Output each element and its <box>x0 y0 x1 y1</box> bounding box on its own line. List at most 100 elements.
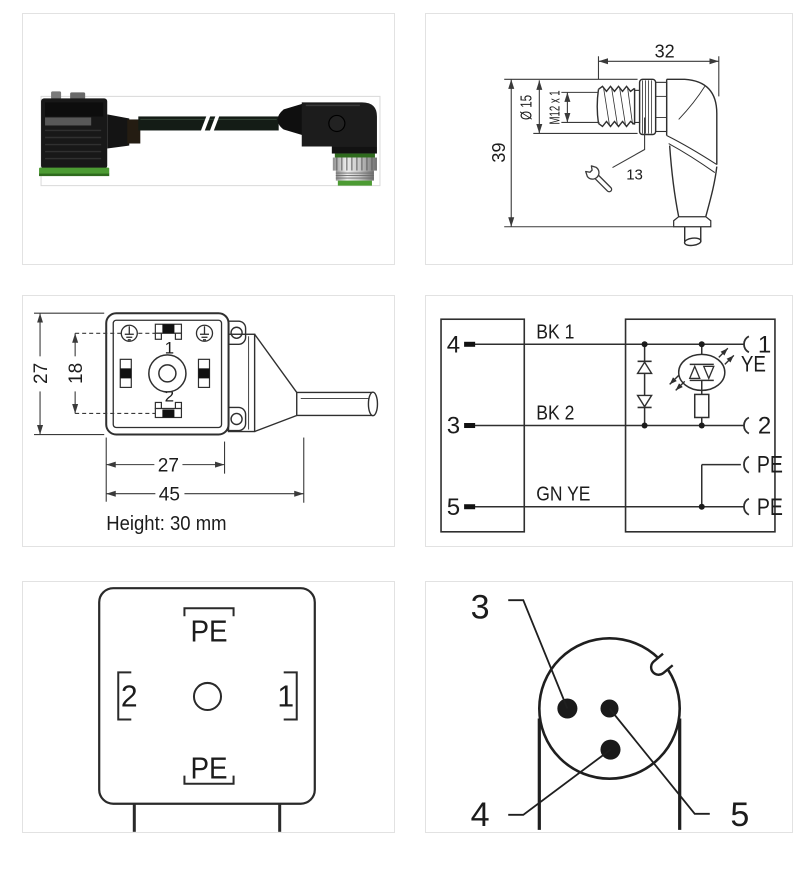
led-arrow <box>669 374 680 385</box>
dim-label-thread: M12 x 1 <box>546 90 563 124</box>
suppressor-diodes <box>636 344 653 426</box>
keyway-notch <box>649 652 674 676</box>
pin1-label: 1 <box>277 680 294 713</box>
led-diode-down <box>702 365 715 381</box>
m12-pinout: 3 4 5 <box>471 588 750 832</box>
panel-wiring-diagram: 4 3 5 BK 1 BK 2 GN YE <box>425 295 793 547</box>
pin4-label: 4 <box>471 796 490 832</box>
socket-arc-1 <box>743 335 750 354</box>
m12-connector-outline <box>596 78 718 247</box>
pe-top-bracket <box>183 607 235 617</box>
socket-arc-pe1 <box>743 455 750 474</box>
body-dimple <box>328 114 346 133</box>
dim-label-39: 39 <box>489 143 509 163</box>
body-highlight <box>678 86 706 120</box>
led-symbol: YE <box>669 344 766 392</box>
dimensions: 27 18 27 45 Height: 30 mm <box>31 312 305 535</box>
leader-pin4 <box>508 748 612 816</box>
grip-left <box>668 145 680 217</box>
contact-label-pe2: PE <box>757 494 783 521</box>
o-ring-green <box>334 153 375 158</box>
thread-flanks <box>603 87 633 126</box>
dim-label-27h: 27 <box>158 456 179 477</box>
plug-face-inner <box>112 319 223 429</box>
knurl-ridges <box>336 157 373 171</box>
leader-pin3 <box>508 599 569 709</box>
center-hole <box>192 681 223 712</box>
knurled-nut <box>332 157 377 171</box>
leader-pin5 <box>608 707 710 815</box>
pin-mark <box>464 341 476 347</box>
socket-arc-2 <box>743 416 750 435</box>
pe-bottom-bracket <box>183 775 235 785</box>
wrench-callout: 13 <box>585 117 646 193</box>
led-arrow <box>718 347 729 358</box>
wire-label-gnye: GN YE <box>536 484 590 506</box>
center-screw-hole <box>158 364 177 383</box>
junction-dots <box>641 341 705 510</box>
cable-end <box>683 237 702 247</box>
contact-left <box>119 358 132 389</box>
contact-2 <box>154 401 183 419</box>
diode-down <box>636 394 653 408</box>
pin-5-dot <box>600 699 619 718</box>
pin-label-3: 3 <box>447 413 460 440</box>
dim-label-18: 18 <box>66 363 87 384</box>
dim-label-27v: 27 <box>31 363 52 384</box>
panel-product-photo <box>22 13 395 265</box>
contact-label-2: 2 <box>758 413 771 440</box>
tip-seal-green <box>337 180 372 186</box>
body-step <box>331 146 377 154</box>
thread-rings <box>335 172 374 179</box>
dim-label-45: 45 <box>159 485 180 506</box>
pin2-label: 2 <box>121 680 138 713</box>
pin-label-5: 5 <box>447 494 460 521</box>
grip-right <box>705 166 718 217</box>
strain-relief <box>277 103 304 136</box>
socket-arc-pe2 <box>743 497 750 516</box>
pin-label-4: 4 <box>447 331 460 358</box>
leader-line <box>612 117 646 169</box>
pin5-label: 5 <box>730 796 749 832</box>
ear-hole <box>230 326 243 339</box>
m12-pins: 4 3 5 <box>447 331 476 521</box>
m12-connector-photo <box>277 102 377 186</box>
contact-sockets <box>743 335 750 516</box>
cable-break-mark <box>206 109 222 141</box>
plug-grooves <box>45 129 102 160</box>
plug-label-band <box>45 117 92 126</box>
pin-mark <box>464 423 476 429</box>
plug-gland <box>107 114 130 149</box>
contact-label-1: 1 <box>758 331 771 358</box>
led-arrow <box>724 354 735 365</box>
cable-exit <box>220 320 379 433</box>
plug-gland-nut <box>127 119 141 144</box>
pin1-bracket <box>283 671 298 721</box>
plug-seal-green <box>39 167 110 175</box>
cable-flange <box>673 216 712 228</box>
pe-bottom-label: PE <box>190 753 227 786</box>
earth-symbol-right <box>195 324 214 342</box>
resistor-symbol <box>693 380 710 426</box>
valve-plug-photo <box>39 91 141 177</box>
product-photo <box>39 91 381 187</box>
contact-2-label: 2 <box>165 386 174 405</box>
plug-body-shadow <box>45 102 104 117</box>
ear-hole <box>230 412 243 426</box>
thread-end-cap <box>596 89 600 124</box>
knurl-ring <box>638 78 657 136</box>
contact-label-pe1: PE <box>757 452 783 479</box>
body-seam <box>666 135 718 165</box>
pin2-bracket <box>117 671 132 721</box>
cable-break-mark <box>197 109 213 141</box>
cone-bottom <box>254 414 297 433</box>
collar <box>655 81 668 133</box>
plug-seal-green-edge <box>39 173 110 177</box>
contact-1-label: 1 <box>165 338 174 357</box>
knurl-lines <box>642 80 653 134</box>
contact-1 <box>154 323 183 340</box>
diode-up <box>636 360 653 375</box>
plug-screw <box>51 91 62 100</box>
panel-valve-plug-drawing: 1 2 <box>22 295 395 547</box>
